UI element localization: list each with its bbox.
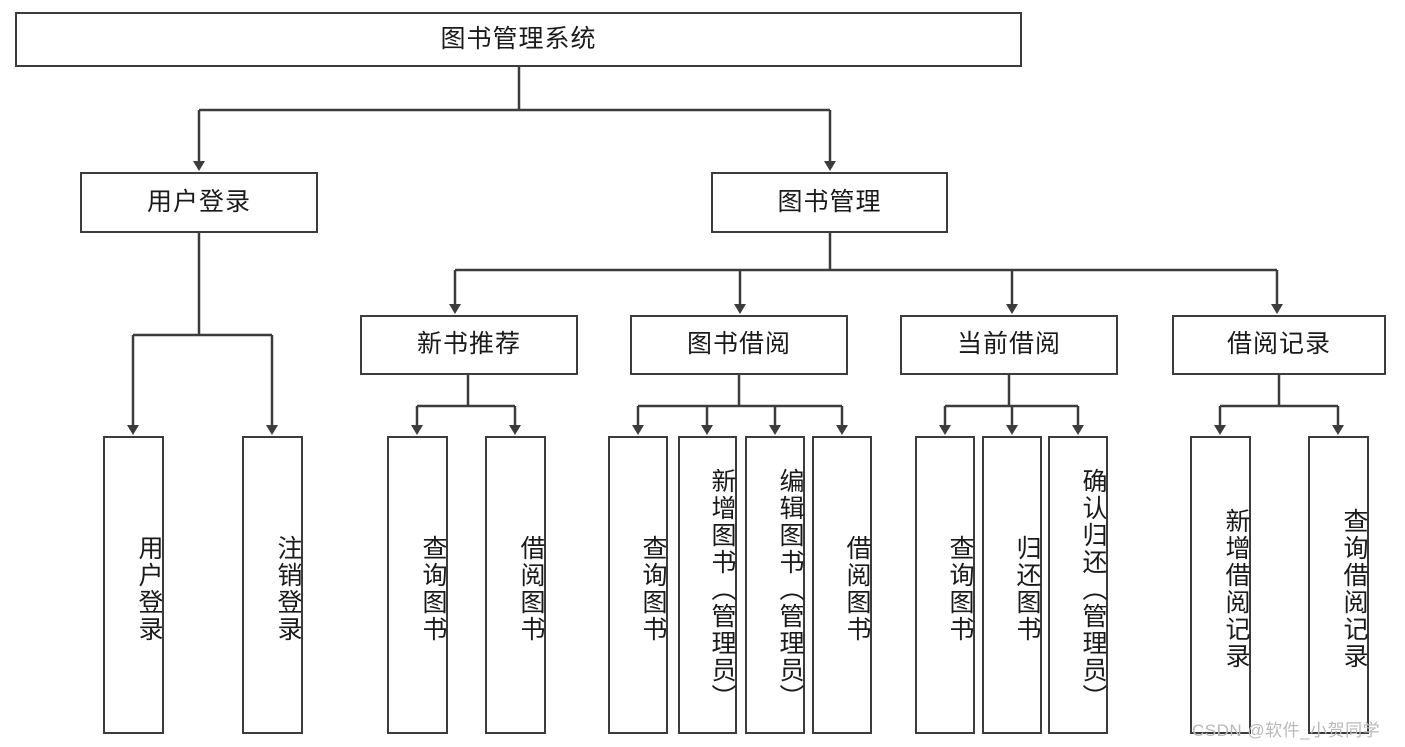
- node-leaf-label: 归还图书: [1013, 535, 1041, 643]
- node-leaf-edit-book[interactable]: 编辑图书（管理员）: [745, 436, 805, 734]
- node-leaf-label: 查询图书: [946, 535, 974, 643]
- node-leaf-label: 查询借阅记录: [1340, 508, 1368, 670]
- node-leaf-label: 借阅图书: [517, 535, 545, 643]
- node-leaf-query-book-current[interactable]: 查询图书: [915, 436, 975, 734]
- node-current-borrow-label: 当前借阅: [956, 330, 1061, 359]
- csdn-watermark: CSDN @软件_小贺同学: [1192, 721, 1381, 740]
- node-new-book-recommend-label: 新书推荐: [416, 330, 521, 359]
- node-borrow-record-label: 借阅记录: [1226, 330, 1331, 359]
- node-leaf-label: 新增借阅记录: [1222, 508, 1250, 670]
- node-leaf-borrow-book-new[interactable]: 借阅图书: [485, 436, 546, 734]
- node-leaf-label: 编辑图书（管理员）: [776, 467, 804, 711]
- node-leaf-label: 查询图书: [639, 535, 667, 643]
- node-new-book-recommend[interactable]: 新书推荐: [360, 315, 578, 375]
- node-leaf-borrow-book[interactable]: 借阅图书: [812, 436, 872, 734]
- node-user-login[interactable]: 用户登录: [80, 172, 318, 233]
- node-book-manage-label: 图书管理: [777, 187, 882, 216]
- node-borrow-record[interactable]: 借阅记录: [1172, 315, 1386, 375]
- node-leaf-label: 新增图书（管理员）: [708, 467, 736, 711]
- node-leaf-label: 用户登录: [135, 535, 163, 643]
- node-leaf-label: 注销登录: [274, 535, 302, 643]
- node-root-label: 图书管理系统: [440, 24, 597, 53]
- node-leaf-query-book-new[interactable]: 查询图书: [387, 436, 448, 734]
- node-leaf-user-login[interactable]: 用户登录: [103, 436, 164, 734]
- node-leaf-label: 查询图书: [419, 535, 447, 643]
- node-book-manage[interactable]: 图书管理: [711, 172, 948, 233]
- node-leaf-logout[interactable]: 注销登录: [242, 436, 303, 734]
- node-root[interactable]: 图书管理系统: [15, 12, 1022, 67]
- node-book-borrow-label: 图书借阅: [686, 330, 791, 359]
- node-current-borrow[interactable]: 当前借阅: [900, 315, 1118, 375]
- node-leaf-add-book[interactable]: 新增图书（管理员）: [678, 436, 737, 734]
- node-leaf-label: 确认归还（管理员）: [1079, 467, 1107, 711]
- node-leaf-add-record[interactable]: 新增借阅记录: [1190, 436, 1251, 734]
- node-leaf-confirm-return[interactable]: 确认归还（管理员）: [1048, 436, 1108, 734]
- node-leaf-query-record[interactable]: 查询借阅记录: [1308, 436, 1369, 734]
- node-user-login-label: 用户登录: [146, 187, 251, 216]
- node-leaf-return-book[interactable]: 归还图书: [982, 436, 1042, 734]
- node-book-borrow[interactable]: 图书借阅: [630, 315, 848, 375]
- node-leaf-label: 借阅图书: [843, 535, 871, 643]
- node-leaf-query-book-borrow[interactable]: 查询图书: [608, 436, 668, 734]
